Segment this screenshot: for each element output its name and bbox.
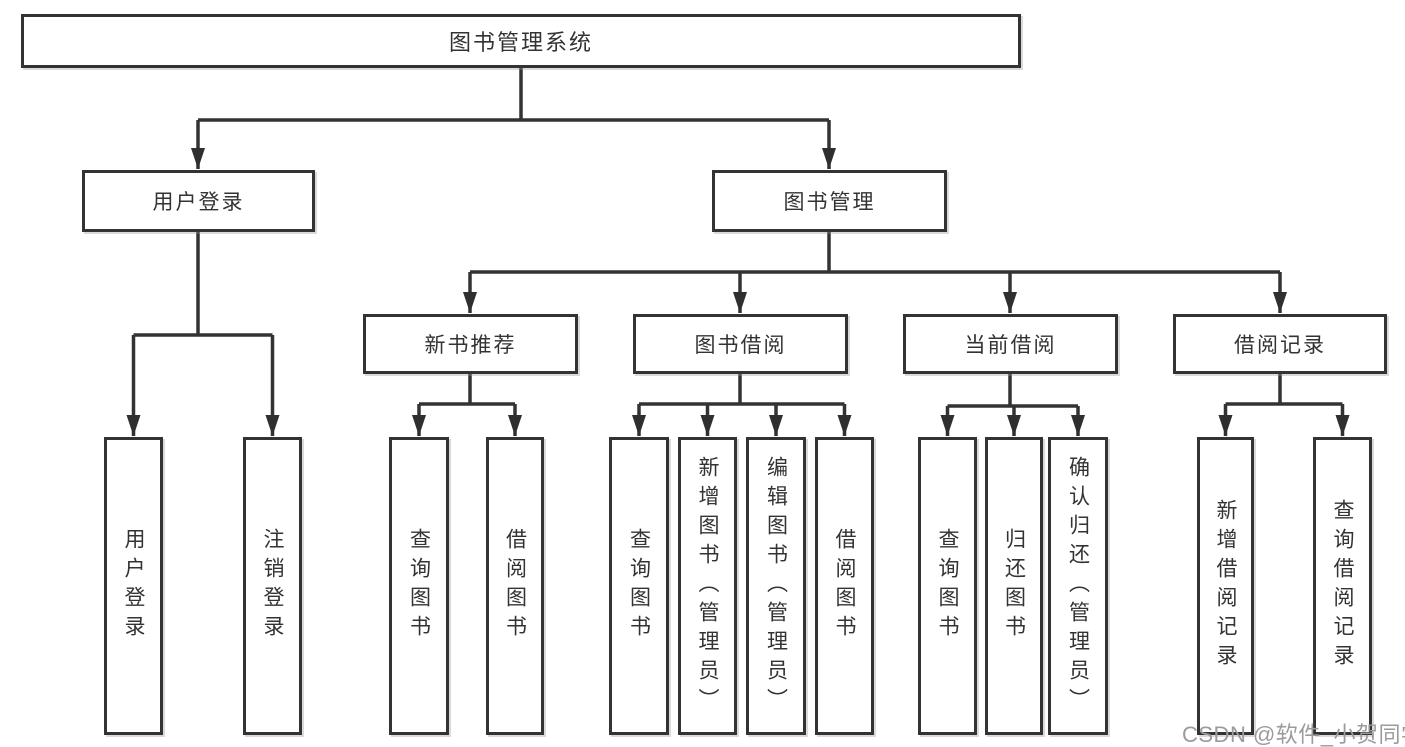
node-book-borrow: 图书借阅 (633, 314, 848, 374)
node-label: 查询图书 (627, 528, 651, 644)
node-label: 查询借阅记录 (1331, 499, 1354, 673)
node-label: 新书推荐 (424, 334, 517, 357)
node-leaf-records-query-record: 查询借阅记录 (1313, 437, 1372, 735)
node-label: 用户登录 (152, 191, 245, 214)
node-leaf-borrow-add-books-admin: 新增图书（管理员） (678, 437, 737, 735)
node-label: 图书借阅 (694, 334, 787, 357)
node-label: 借阅记录 (1234, 334, 1326, 357)
node-label: 借阅图书 (503, 528, 527, 644)
node-label: 查询图书 (407, 528, 431, 644)
node-borrow-records: 借阅记录 (1173, 314, 1387, 374)
node-leaf-recommend-borrow-books: 借阅图书 (486, 437, 544, 735)
node-leaf-logout: 注销登录 (243, 437, 302, 735)
node-label: 图书管理 (783, 191, 876, 214)
node-label: 当前借阅 (964, 334, 1057, 357)
node-current-borrow: 当前借阅 (903, 314, 1118, 374)
node-label: 注销登录 (261, 528, 284, 644)
node-leaf-current-confirm-return-admin: 确认归还（管理员） (1048, 437, 1108, 735)
node-label: 借阅图书 (833, 528, 856, 644)
node-leaf-borrow-borrow-books: 借阅图书 (815, 437, 874, 735)
node-leaf-current-return-books: 归还图书 (985, 437, 1043, 735)
node-label: 归还图书 (1002, 528, 1026, 644)
node-book-management: 图书管理 (712, 170, 947, 232)
node-leaf-recommend-query-books: 查询图书 (389, 437, 449, 735)
node-label: 编辑图书（管理员） (764, 455, 788, 717)
node-root-library-system: 图书管理系统 (21, 14, 1021, 68)
node-leaf-borrow-query-books: 查询图书 (609, 437, 669, 735)
node-leaf-borrow-edit-books-admin: 编辑图书（管理员） (746, 437, 806, 735)
node-label: 新增图书（管理员） (696, 455, 719, 717)
node-leaf-user-login: 用户登录 (104, 437, 163, 735)
node-new-book-recommend: 新书推荐 (363, 314, 578, 374)
node-label: 图书管理系统 (448, 30, 593, 55)
node-leaf-records-add-record: 新增借阅记录 (1197, 437, 1254, 735)
node-user-login: 用户登录 (82, 170, 315, 232)
node-leaf-current-query-books: 查询图书 (918, 437, 977, 735)
csdn-watermark: CSDN @软件_小贺同学 (1182, 722, 1405, 747)
node-label: 确认归还（管理员） (1066, 455, 1090, 717)
node-label: 查询图书 (936, 528, 959, 644)
node-label: 新增借阅记录 (1214, 499, 1237, 673)
node-label: 用户登录 (122, 528, 145, 644)
